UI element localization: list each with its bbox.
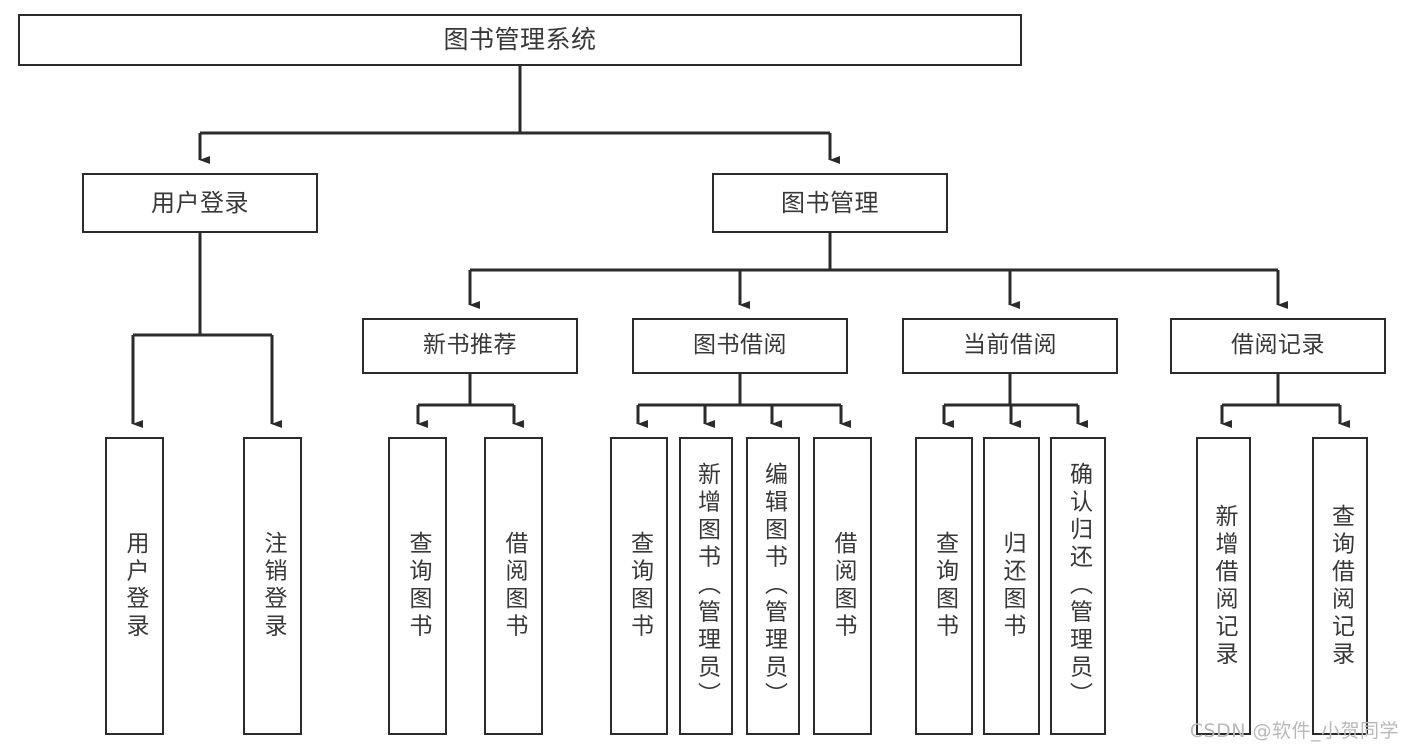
- node-label: 查询图书: [405, 531, 431, 641]
- edge-bookborrow-to-leaves: [636, 374, 852, 429]
- node-leaf-confirm-return-admin[interactable]: 确认归还（管理员）: [1050, 437, 1106, 735]
- edge-root-to-level1: [198, 66, 841, 165]
- node-leaf-add-book-admin[interactable]: 新增图书（管理员）: [679, 437, 733, 735]
- node-label: 图书管理: [781, 188, 879, 217]
- node-label: 新书推荐: [423, 332, 517, 359]
- watermark-text: CSDN @软件_小贺同学: [1189, 720, 1399, 742]
- node-label: 查询图书: [931, 531, 958, 641]
- node-leaf-logout[interactable]: 注销登录: [243, 437, 302, 735]
- node-root-system[interactable]: 图书管理系统: [18, 14, 1022, 66]
- node-label: 借阅记录: [1231, 332, 1325, 359]
- edge-bookmanage-to-level2: [468, 233, 1289, 310]
- node-label: 归还图书: [999, 531, 1025, 641]
- node-label: 借阅图书: [830, 531, 856, 641]
- node-current-borrow[interactable]: 当前借阅: [902, 318, 1118, 374]
- node-leaf-user-login[interactable]: 用户登录: [105, 437, 164, 735]
- node-label: 用户登录: [151, 188, 249, 217]
- node-label: 新增图书（管理员）: [693, 462, 720, 710]
- node-label: 借阅图书: [501, 531, 527, 641]
- node-leaf-add-borrow-record[interactable]: 新增借阅记录: [1196, 437, 1251, 735]
- node-label: 用户登录: [122, 531, 148, 641]
- node-label: 确认归还（管理员）: [1065, 462, 1092, 710]
- node-leaf-edit-book-admin[interactable]: 编辑图书（管理员）: [746, 437, 800, 735]
- node-book-borrow[interactable]: 图书借阅: [632, 318, 848, 374]
- node-label: 查询借阅记录: [1327, 503, 1354, 669]
- node-leaf-borrow-book-recommend[interactable]: 借阅图书: [484, 437, 543, 735]
- node-label: 注销登录: [260, 531, 286, 641]
- node-label: 当前借阅: [963, 332, 1057, 359]
- node-label: 新增借阅记录: [1211, 503, 1237, 669]
- node-leaf-query-book-current[interactable]: 查询图书: [915, 437, 973, 735]
- edge-userlogin-to-leaves: [131, 233, 283, 429]
- node-leaf-query-book-recommend[interactable]: 查询图书: [388, 437, 447, 735]
- node-leaf-borrow-book[interactable]: 借阅图书: [813, 437, 872, 735]
- node-new-book-recommend[interactable]: 新书推荐: [362, 318, 578, 374]
- node-leaf-query-borrow-record[interactable]: 查询借阅记录: [1312, 437, 1368, 735]
- node-label: 图书借阅: [693, 332, 787, 359]
- node-leaf-query-book-borrow[interactable]: 查询图书: [610, 437, 668, 735]
- edge-newbook-to-leaves: [416, 374, 525, 429]
- node-label: 查询图书: [626, 531, 653, 641]
- node-borrow-record[interactable]: 借阅记录: [1170, 318, 1386, 374]
- node-book-manage[interactable]: 图书管理: [712, 173, 948, 233]
- edge-borrowrecord-to-leaves: [1220, 374, 1351, 429]
- node-user-login[interactable]: 用户登录: [82, 173, 318, 233]
- node-label: 图书管理系统: [443, 25, 597, 55]
- node-label: 编辑图书（管理员）: [760, 462, 787, 710]
- edge-currentborrow-to-leaves: [942, 374, 1089, 429]
- node-leaf-return-book[interactable]: 归还图书: [983, 437, 1040, 735]
